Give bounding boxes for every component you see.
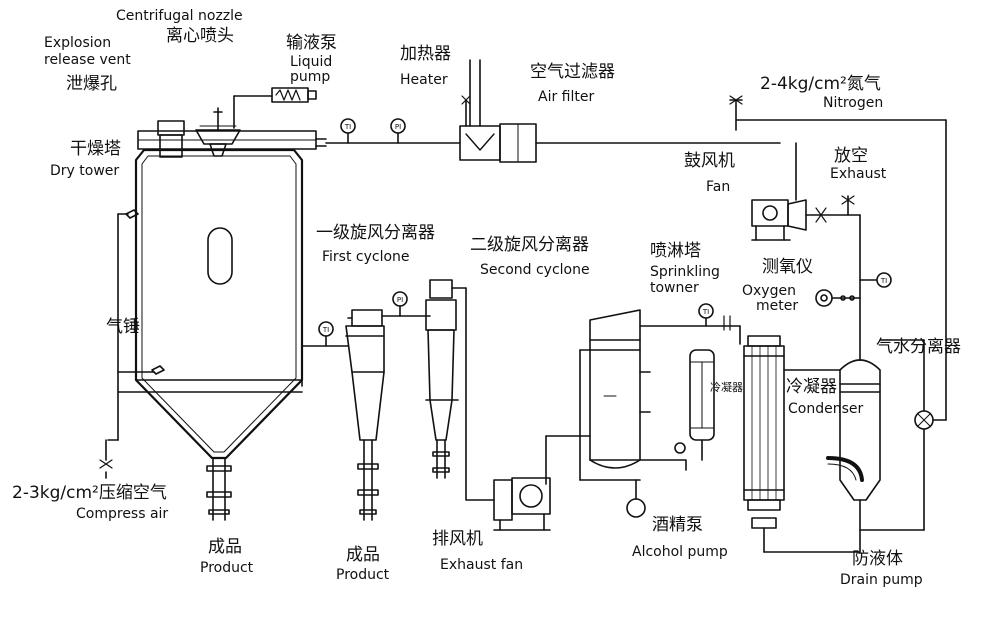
label-oxygen-en-1: Oxygen — [742, 283, 796, 299]
label-product2-en: Product — [336, 567, 390, 583]
sprinkling-tower — [579, 309, 741, 481]
label-heater-zh: 加热器 — [400, 44, 451, 64]
ti-gauge-4 — [859, 272, 892, 288]
label-centrifugal-nozzle-en: Centrifugal nozzle — [116, 8, 243, 24]
ti-gauge-3 — [698, 303, 731, 331]
label-sprinkling-zh: 喷淋塔 — [650, 241, 701, 261]
label-nitrogen-en: Nitrogen — [823, 95, 884, 111]
label-drain-pump-zh: 防液体 — [852, 549, 903, 569]
tower-to-cyclone-pipe — [301, 345, 349, 387]
exhaust-vent — [841, 195, 855, 216]
label-compress-air-en: Compress air — [76, 506, 169, 522]
ti-gauge-1 — [340, 118, 356, 144]
label-liquid-pump-zh: 输液泵 — [286, 33, 337, 53]
alcohol-pump — [626, 459, 687, 518]
label-exhaust-zh: 放空 — [834, 146, 868, 166]
pi-tag-1: PI — [395, 123, 401, 131]
pi-gauge-1 — [390, 118, 406, 144]
label-heater-en: Heater — [400, 72, 448, 88]
heater — [459, 59, 501, 161]
label-oxygen-en-2: meter — [756, 298, 799, 314]
label-dry-tower-zh: 干燥塔 — [70, 139, 121, 159]
small-condenser — [674, 349, 715, 461]
label-dry-tower-en: Dry tower — [50, 163, 120, 179]
label-fan-en: Fan — [706, 179, 731, 195]
label-sprinkling-en-2: towner — [650, 280, 699, 296]
explosion-release-vent — [157, 120, 185, 158]
oxygen-meter — [815, 289, 861, 307]
ti-tag-4: TI — [880, 277, 887, 285]
label-gas-water-zh: 气水分离器 — [876, 337, 961, 357]
ti-gauge-2 — [318, 321, 334, 347]
label-second-cyclone-zh: 二级旋风分离器 — [470, 235, 589, 255]
label-small-condenser-zh: 冷凝器 — [710, 381, 743, 394]
label-alcohol-pump-zh: 酒精泵 — [652, 515, 703, 535]
label-centrifugal-nozzle-zh: 离心喷头 — [166, 26, 234, 46]
label-compress-air-zh: 2-3kg/cm²压缩空气 — [12, 483, 167, 503]
pi-gauge-2 — [392, 291, 408, 317]
label-liquid-pump-en-1: Liquid — [290, 54, 333, 70]
ti-tag-2: TI — [322, 326, 329, 334]
label-liquid-pump-en-2: pump — [290, 69, 331, 85]
label-fan-zh: 鼓风机 — [684, 151, 735, 171]
centrifugal-nozzle — [195, 107, 241, 157]
label-product2-zh: 成品 — [346, 545, 380, 565]
label-exhaust-fan-zh: 排风机 — [432, 529, 483, 549]
fan — [751, 142, 861, 241]
air-hammer — [117, 209, 303, 441]
label-explosion-vent-en-2: release vent — [44, 52, 131, 68]
label-sprinkling-en-1: Sprinkling — [650, 264, 720, 280]
condenser — [743, 335, 861, 553]
drain-pump — [859, 339, 947, 531]
exhaust-fan — [493, 435, 551, 531]
first-cyclone — [345, 309, 431, 521]
label-explosion-vent-zh: 泄爆孔 — [66, 74, 117, 94]
label-drain-pump-en: Drain pump — [840, 572, 923, 588]
label-exhaust-en: Exhaust — [830, 166, 887, 182]
air-filter — [499, 123, 781, 163]
nitrogen-line — [729, 95, 947, 421]
label-product1-en: Product — [200, 560, 254, 576]
dry-tower — [134, 148, 304, 521]
compress-air-inlet — [99, 439, 119, 479]
label-oxygen-zh: 测氧仪 — [762, 257, 813, 277]
label-exhaust-fan-en: Exhaust fan — [440, 557, 524, 573]
label-air-filter-zh: 空气过滤器 — [530, 62, 615, 82]
label-air-hammer-zh: 气锤 — [106, 317, 140, 337]
second-cyclone — [425, 279, 495, 501]
ti-tag-3: TI — [702, 308, 709, 316]
liquid-pump — [233, 87, 317, 129]
ti-tag-1: TI — [344, 123, 351, 131]
label-explosion-vent-en-1: Explosion — [44, 35, 112, 51]
label-air-filter-en: Air filter — [538, 89, 595, 105]
label-first-cyclone-en: First cyclone — [322, 249, 410, 265]
label-condenser-en: Condenser — [788, 401, 864, 417]
label-condenser-zh: 冷凝器 — [786, 377, 837, 397]
label-alcohol-pump-en: Alcohol pump — [632, 544, 728, 560]
label-second-cyclone-en: Second cyclone — [480, 262, 590, 278]
gas-water-separator — [783, 359, 881, 531]
label-product1-zh: 成品 — [208, 537, 242, 557]
pi-tag-2: PI — [397, 296, 403, 304]
label-nitrogen-zh: 2-4kg/cm²氮气 — [760, 74, 881, 94]
label-first-cyclone-zh: 一级旋风分离器 — [316, 223, 435, 243]
